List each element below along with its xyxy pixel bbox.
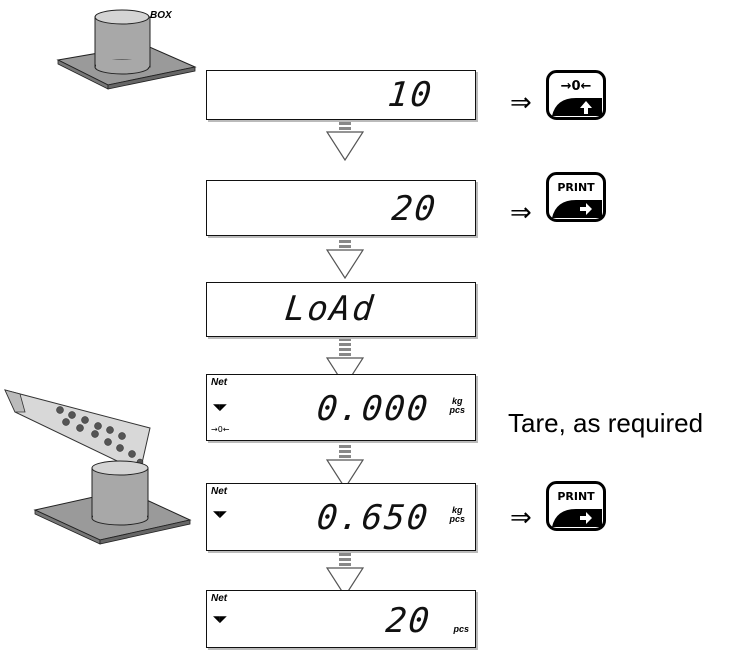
box-label: BOX — [150, 10, 172, 21]
display-4: Net ◥◤ →0← 0.000 kg pcs — [206, 374, 476, 441]
net-indicator: Net — [211, 593, 228, 604]
tare-note: Tare, as required — [508, 408, 704, 438]
print-key-label: PRINT — [557, 181, 595, 194]
display-6: Net ◥◤ 20 pcs — [206, 590, 476, 648]
display-value: 20 — [383, 601, 434, 641]
unit-top: kg — [451, 505, 463, 515]
down-arrow-icon — [326, 229, 364, 279]
unit-bottom: pcs — [449, 514, 465, 524]
display-2: 20 — [206, 180, 476, 236]
display-value: 0.650 — [314, 498, 432, 538]
unit-label: kg pcs — [449, 397, 465, 415]
scale-with-pouring-parts-illustration — [4, 389, 192, 545]
stability-indicator-icon: ◥◤ — [213, 510, 227, 520]
tare-zero-key[interactable]: →0← — [546, 70, 606, 120]
down-arrow-icon — [326, 547, 364, 597]
display-5: Net ◥◤ 0.650 kg pcs — [206, 483, 476, 551]
up-arrow-icon — [580, 101, 592, 114]
right-arrow-icon — [580, 512, 592, 524]
unit-label: kg pcs — [449, 506, 465, 524]
display-value: 0.000 — [314, 389, 432, 429]
stability-indicator-icon: ◥◤ — [213, 403, 227, 413]
net-indicator: Net — [211, 377, 228, 388]
scale-with-box-illustration — [56, 9, 197, 90]
unit-bottom: pcs — [449, 405, 465, 415]
display-value: 10 — [385, 75, 436, 115]
zero-indicator-icon: →0← — [211, 425, 230, 434]
display-value: 20 — [389, 189, 440, 229]
net-indicator: Net — [211, 486, 228, 497]
unit-label: pcs — [453, 624, 469, 634]
display-3: LoAd — [206, 282, 476, 337]
right-arrow-icon — [580, 203, 592, 215]
print-key-label: PRINT — [557, 490, 595, 503]
print-key[interactable]: PRINT — [546, 481, 606, 531]
unit-top: kg — [451, 396, 463, 406]
tare-key-label: →0← — [561, 79, 592, 94]
implies-arrow: ⇒ — [510, 88, 532, 118]
down-arrow-icon — [326, 439, 364, 489]
implies-arrow: ⇒ — [510, 198, 532, 228]
implies-arrow: ⇒ — [510, 503, 532, 533]
stability-indicator-icon: ◥◤ — [213, 615, 227, 625]
print-key[interactable]: PRINT — [546, 172, 606, 222]
display-1: 10 — [206, 70, 476, 120]
display-value: LoAd — [282, 289, 377, 329]
